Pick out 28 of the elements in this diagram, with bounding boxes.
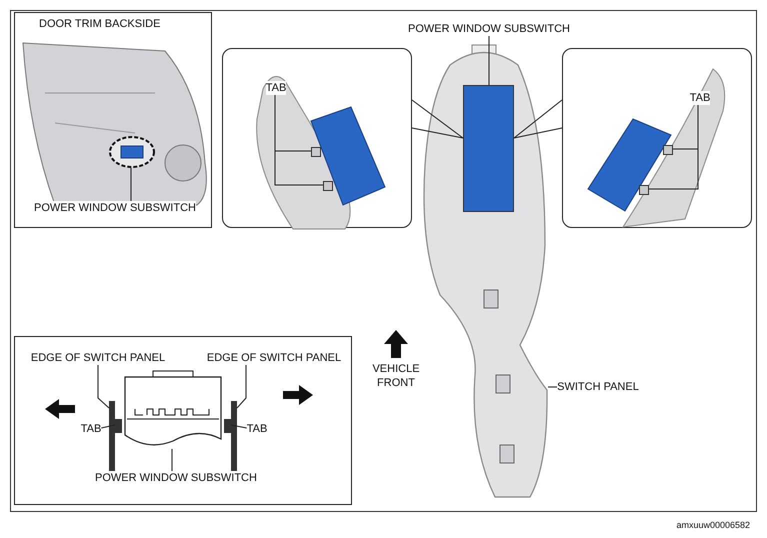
- tab: [639, 185, 649, 195]
- leader-line: [230, 424, 248, 428]
- leader-line: [548, 386, 558, 388]
- leader-line: [100, 424, 116, 428]
- panel-heading: DOOR TRIM BACKSIDE: [39, 17, 160, 31]
- leader-line: [98, 364, 110, 408]
- subswitch-highlight: [109, 136, 155, 168]
- leader-line: [130, 168, 132, 202]
- callout-line: [412, 100, 464, 138]
- inset-panel: [14, 336, 352, 505]
- part-label: TAB: [266, 81, 286, 95]
- panel-edge: [231, 401, 237, 473]
- leader-line: [488, 36, 490, 86]
- tab: [311, 147, 321, 157]
- panel-edge: [109, 401, 115, 473]
- callout-line: [514, 100, 562, 138]
- part-label: TAB: [690, 91, 710, 105]
- inset-panel: [14, 12, 212, 228]
- leader-line: [274, 94, 324, 186]
- detail-view-panel: [562, 48, 752, 228]
- tab: [224, 419, 231, 433]
- tab: [323, 181, 333, 191]
- tab: [115, 419, 122, 433]
- tab: [663, 145, 673, 155]
- leader-line: [648, 104, 698, 190]
- detail-view-panel: [222, 48, 412, 228]
- leader-line: [236, 364, 246, 408]
- subswitch: [463, 85, 514, 212]
